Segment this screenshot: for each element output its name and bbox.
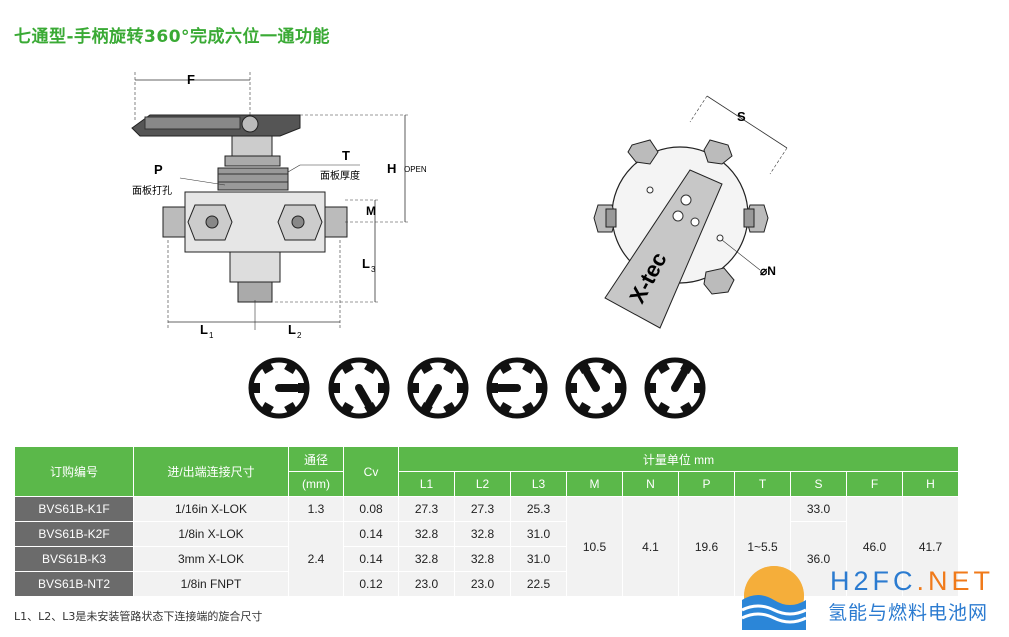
cell-p: 19.6 xyxy=(678,496,735,597)
cell-l3: 22.5 xyxy=(510,571,567,597)
position-icon xyxy=(407,357,469,419)
cell-conn: 3mm X-LOK xyxy=(133,546,289,572)
cell-l1: 23.0 xyxy=(398,571,455,597)
header-col: F xyxy=(846,471,903,497)
dim-t-label: T xyxy=(342,148,350,163)
cell-cv: 0.12 xyxy=(343,571,399,597)
dim-n-label: ⌀N xyxy=(760,264,776,278)
table-row: BVS61B-K2F 1/8in X-LOK 2.4 0.14 32.8 32.… xyxy=(14,521,959,597)
header-col: P xyxy=(678,471,735,497)
logo-name-main: H2FC xyxy=(830,566,917,596)
header-col: H xyxy=(902,471,959,497)
cell-cv: 0.08 xyxy=(343,496,399,522)
dim-f-label: F xyxy=(187,72,195,87)
header-col: L2 xyxy=(454,471,511,497)
header-col: M xyxy=(566,471,623,497)
header-col: S xyxy=(790,471,847,497)
dim-s-label: S xyxy=(737,109,746,124)
cell-l2: 32.8 xyxy=(454,521,511,547)
open-label: OPEN xyxy=(404,165,427,174)
cell-code: BVS61B-K1F xyxy=(14,496,134,522)
position-icon xyxy=(248,357,310,419)
cell-l1: 32.8 xyxy=(398,521,455,547)
cell-l3: 31.0 xyxy=(510,546,567,572)
panel-hole-label: 面板打孔 xyxy=(132,184,172,197)
panel-thickness-label: 面板厚度 xyxy=(320,169,360,182)
cell-l1: 27.3 xyxy=(398,496,455,522)
cell-conn: 1/8in FNPT xyxy=(133,571,289,597)
spec-table: 订购编号 进/出端连接尺寸 通径 Cv 计量单位 mm (mm) L1 L2 L… xyxy=(14,446,959,597)
logo-name: H2FC.NET xyxy=(830,566,994,597)
cell-f: 46.0 xyxy=(846,496,903,597)
header-connection: 进/出端连接尺寸 xyxy=(133,446,289,497)
table-row: BVS61B-K1F 1/16in X-LOK 1.3 0.08 27.3 27… xyxy=(14,496,959,597)
dim-l2-label: L xyxy=(288,322,296,337)
table-row: BVS61B-K3 3mm X-LOK 0.14 32.8 32.8 31.0 xyxy=(14,546,959,572)
dim-h-label: H xyxy=(387,161,396,176)
table-row: BVS61B-NT2 1/8in FNPT 0.12 23.0 23.0 22.… xyxy=(14,571,959,597)
cell-m: 10.5 xyxy=(566,496,623,597)
header-bore: 通径 xyxy=(288,446,344,472)
cell-cv: 0.14 xyxy=(343,546,399,572)
cell-conn: 1/16in X-LOK xyxy=(133,496,289,522)
valve-drawing: F P 面板打孔 T 面板厚度 H OPEN M L 3 L 1 L 2 xyxy=(131,72,788,419)
cell-s: 33.0 xyxy=(790,496,847,522)
cell-conn: 1/8in X-LOK xyxy=(133,521,289,547)
cell-l2: 32.8 xyxy=(454,546,511,572)
position-icon xyxy=(565,357,627,419)
cell-bore: 1.3 xyxy=(288,496,344,522)
dim-l3-sub: 3 xyxy=(371,265,376,274)
position-icon xyxy=(486,357,548,419)
cell-l3: 31.0 xyxy=(510,521,567,547)
cell-bore: 2.4 xyxy=(288,521,344,597)
dim-l1-sub: 1 xyxy=(209,331,214,340)
header-cv: Cv xyxy=(343,446,399,497)
footnote: L1、L2、L3是未安装管路状态下连接端的旋合尺寸 xyxy=(14,610,263,623)
dim-m-label: M xyxy=(366,204,376,218)
logo-name-dot: .NET xyxy=(916,566,995,596)
cell-cv: 0.14 xyxy=(343,521,399,547)
cell-code: BVS61B-NT2 xyxy=(14,571,134,597)
top-view xyxy=(593,95,788,329)
header-bore-unit: (mm) xyxy=(288,471,344,497)
header-col: N xyxy=(622,471,679,497)
logo-mark-icon xyxy=(741,566,807,630)
header-col: T xyxy=(734,471,791,497)
cell-l2: 23.0 xyxy=(454,571,511,597)
page-title: 七通型-手柄旋转360°完成六位一通功能 xyxy=(14,27,331,47)
side-view xyxy=(131,72,410,330)
cell-code: BVS61B-K3 xyxy=(14,546,134,572)
position-icon xyxy=(328,357,390,419)
position-icons xyxy=(248,357,706,419)
cell-l2: 27.3 xyxy=(454,496,511,522)
header-unit: 计量单位 mm xyxy=(398,446,959,472)
cell-h: 41.7 xyxy=(902,496,959,597)
cell-l3: 25.3 xyxy=(510,496,567,522)
site-logo: H2FC.NET 氢能与燃料电池网 xyxy=(736,560,1006,630)
cell-l1: 32.8 xyxy=(398,546,455,572)
position-icon xyxy=(644,357,706,419)
dim-l1-label: L xyxy=(200,322,208,337)
header-col: L3 xyxy=(510,471,567,497)
cell-code: BVS61B-K2F xyxy=(14,521,134,547)
dim-p-label: P xyxy=(154,162,163,177)
cell-n: 4.1 xyxy=(622,496,679,597)
dim-l2-sub: 2 xyxy=(297,331,302,340)
header-order: 订购编号 xyxy=(14,446,134,497)
logo-subtitle: 氢能与燃料电池网 xyxy=(828,602,989,624)
header-col: L1 xyxy=(398,471,455,497)
dim-l3-label: L xyxy=(362,256,370,271)
